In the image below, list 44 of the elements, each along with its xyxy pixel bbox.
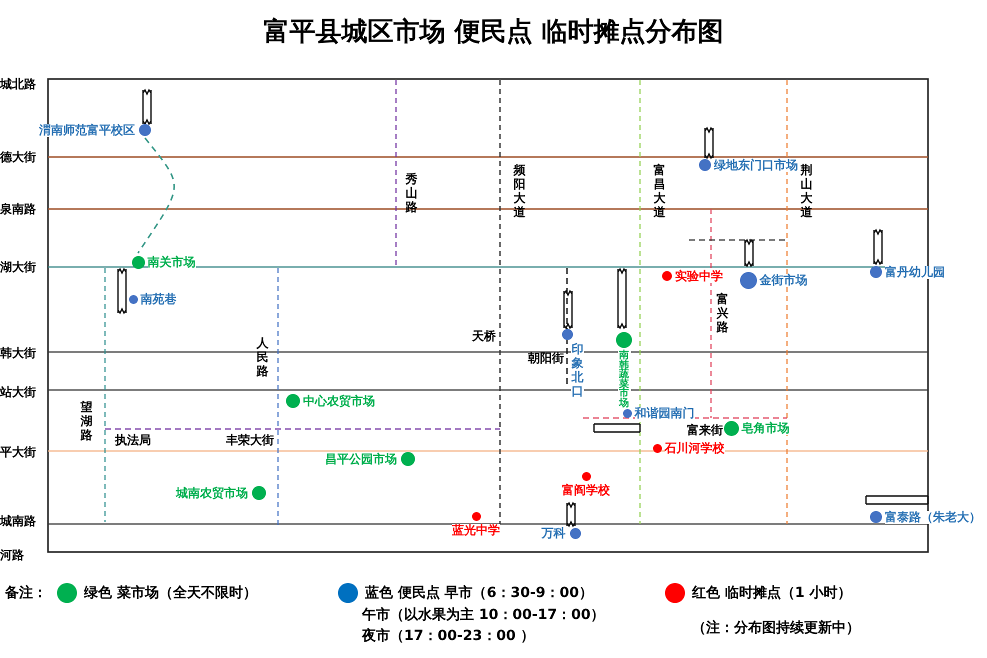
- road-name: 丰荣大街: [226, 434, 274, 447]
- place-name: 万科: [542, 526, 566, 540]
- place-name: 昌平公园市场: [325, 452, 397, 466]
- note-text: 备注：: [5, 585, 47, 601]
- place-name: 石川河学校: [664, 442, 724, 454]
- road-name: 德大街: [0, 151, 36, 164]
- map-title: 富平县城区市场 便民点 临时摊点分布图: [262, 16, 725, 49]
- note-text: 夜市（17：00-23：00 ）: [362, 628, 535, 644]
- place-name: 南关市场: [148, 256, 196, 268]
- road-name: 河路: [0, 549, 24, 562]
- legend-text: 绿色 菜市场（全天不限时）: [84, 585, 257, 601]
- place-name: 实验中学: [675, 270, 723, 282]
- legend-text: 蓝色 便民点 早市（6：30-9：00）: [365, 585, 594, 601]
- road-name: 韩大街: [0, 347, 36, 360]
- road-name: 朝阳街: [528, 352, 564, 365]
- place-name: 城南农贸市场: [176, 486, 248, 500]
- place-name: 南苑巷: [140, 292, 176, 306]
- place-name: 渭南师范富平校区: [39, 124, 135, 136]
- place-name: 金街市场: [760, 274, 808, 286]
- road-name: 望湖路: [80, 400, 93, 442]
- road-name: 平大街: [0, 446, 36, 459]
- place-name: 富丹幼儿园: [885, 266, 945, 278]
- road-name: 执法局: [115, 434, 151, 447]
- place-name: 蓝光中学: [452, 524, 500, 536]
- place-name: 富阎学校: [562, 484, 610, 496]
- note-text: （注：分布图持续更新中）: [692, 620, 860, 636]
- road-name: 湖大街: [0, 261, 36, 274]
- road-name: 富来街: [687, 424, 723, 437]
- road-name: 频阳大道: [513, 163, 526, 219]
- road-name: 泉南路: [0, 203, 36, 216]
- road-name: 天桥: [472, 330, 496, 343]
- route-line: [137, 138, 175, 254]
- note-text: 午市（以水果为主 10：00-17：00）: [362, 607, 605, 623]
- place-name: 南韩蔬菜市场: [618, 351, 630, 408]
- place-name: 印象北口: [571, 342, 584, 398]
- road-name: 富兴路: [716, 292, 729, 334]
- road-name: 人民路: [256, 336, 269, 378]
- place-name: 绿地东门口市场: [714, 158, 798, 172]
- road-name: 荆山大道: [800, 163, 813, 219]
- place-name: 皂角市场: [742, 422, 790, 434]
- road-name: 富昌大道: [653, 163, 666, 219]
- place-name: 和谐园南门: [634, 406, 694, 420]
- place-name: 中心农贸市场: [303, 394, 375, 408]
- legend-text: 红色 临时摊点（1 小时）: [692, 585, 852, 601]
